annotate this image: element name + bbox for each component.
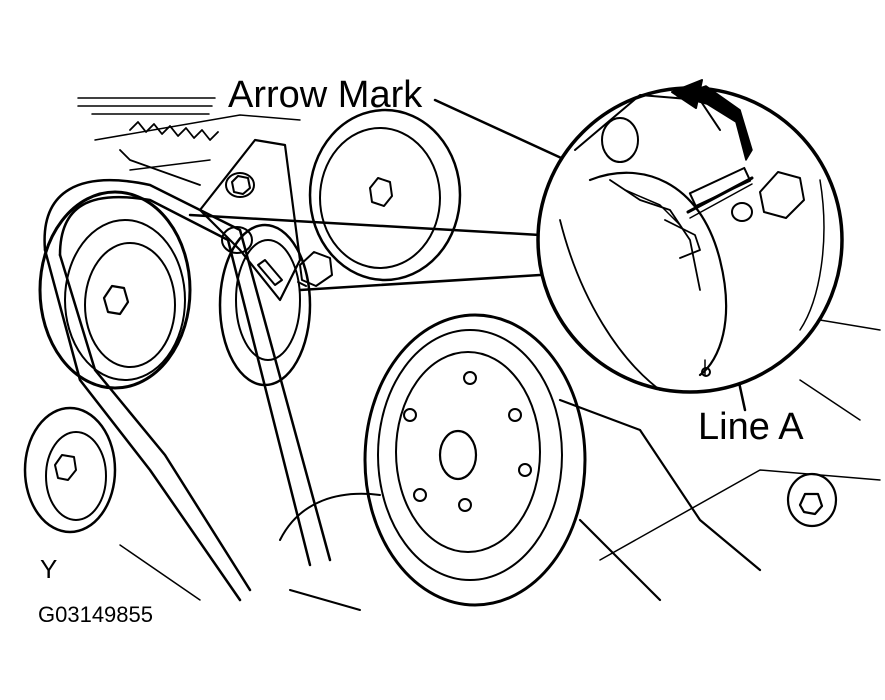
view-letter-label: Y [40,554,58,584]
right-belt-section [560,400,836,600]
belt-tensioner [200,140,332,385]
idler-pulley [310,110,460,280]
figure-code-label: G03149855 [38,602,153,627]
line-a-label: Line A [698,406,804,448]
drive-belt [45,180,330,600]
rotation-arrow-icon [672,80,752,160]
timing-belt-teeth [120,122,218,185]
detail-magnifier [538,88,842,392]
water-pump-pulley [280,315,585,610]
arrow-mark-label: Arrow Mark [228,74,423,116]
lower-left-pulley [25,408,115,532]
crank-pulley [40,192,190,388]
